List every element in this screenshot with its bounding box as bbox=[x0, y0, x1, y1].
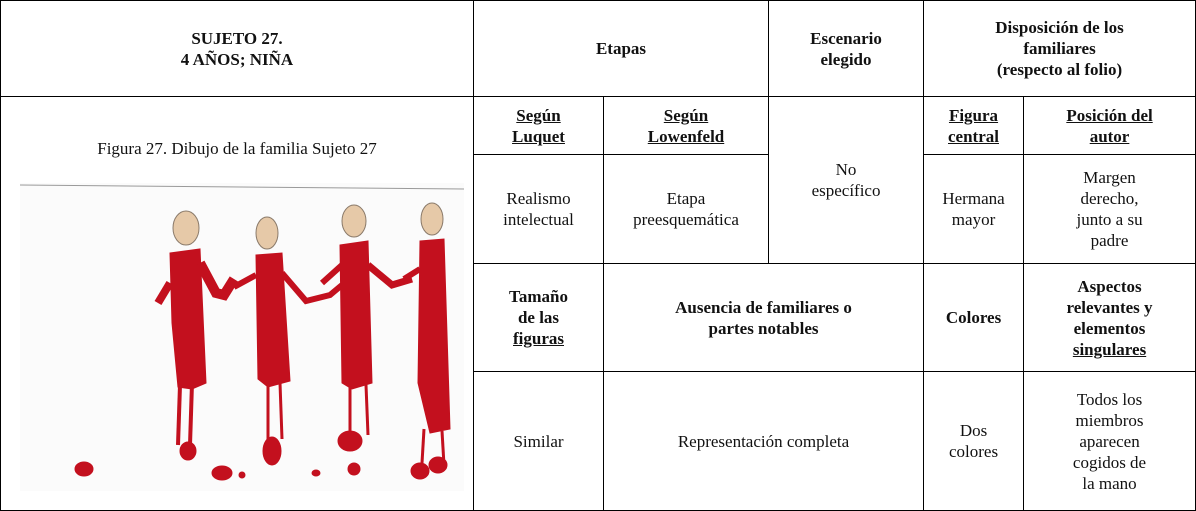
drawn-figure-4 bbox=[402, 202, 451, 480]
colores-header: Colores bbox=[923, 263, 1025, 372]
etapas-header: Etapas bbox=[472, 0, 770, 97]
drawn-figure-3 bbox=[319, 204, 414, 476]
figure-cell: Figura 27. Dibujo de la familia Sujeto 2… bbox=[0, 96, 474, 511]
drawn-figure-2 bbox=[232, 216, 344, 466]
ausencia-value: Representación completa bbox=[602, 371, 925, 511]
tamano-value: Similar bbox=[473, 371, 604, 511]
figure-caption: Figura 27. Dibujo de la familia Sujeto 2… bbox=[97, 139, 377, 158]
subject-title: SUJETO 27. 4 AÑOS; NIÑA bbox=[0, 0, 474, 97]
drawn-figure-1 bbox=[154, 210, 239, 481]
subject-age-sex: 4 AÑOS; NIÑA bbox=[180, 49, 294, 69]
subject-number: SUJETO 27. bbox=[191, 28, 283, 48]
family-drawing-image bbox=[20, 183, 464, 491]
